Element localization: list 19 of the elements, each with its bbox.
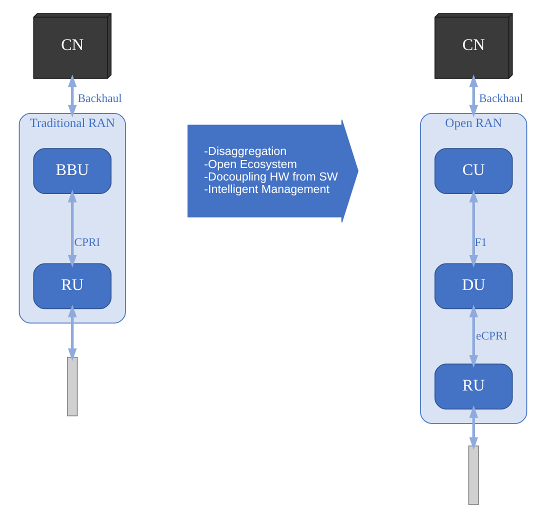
arrow <box>469 74 478 118</box>
edge-label: Backhaul <box>78 92 122 105</box>
node-box: CU <box>434 148 513 194</box>
edge-label: eCPRI <box>476 329 508 342</box>
edge-label: Backhaul <box>479 92 524 105</box>
edge-label: F1 <box>474 236 488 249</box>
arrow <box>68 189 77 268</box>
node-box: RU <box>434 363 513 409</box>
node-box: BBU <box>33 148 112 194</box>
arrow <box>469 304 478 368</box>
node-box: DU <box>434 262 513 309</box>
edge-label: CPRI <box>74 236 100 249</box>
node-box: RU <box>33 262 112 309</box>
node-antenna <box>66 356 78 416</box>
node-antenna <box>468 444 480 504</box>
arrow <box>469 404 478 450</box>
arrow <box>469 189 478 268</box>
arrow <box>68 304 77 361</box>
arrow <box>68 74 77 118</box>
